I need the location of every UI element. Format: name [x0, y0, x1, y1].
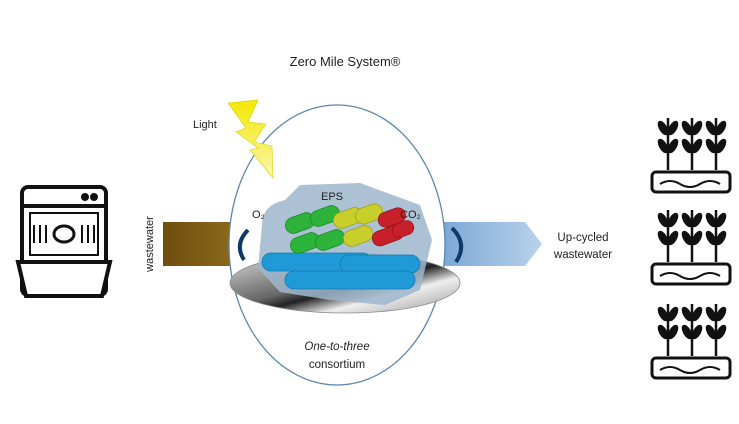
yellow-cells: [333, 203, 384, 247]
co2-label: CO₂: [400, 209, 421, 221]
wastewater-input-bar: [163, 222, 233, 266]
blue-cells: [261, 252, 421, 290]
dishwasher-icon: [15, 185, 113, 298]
co2-curved-arrow-icon: [450, 226, 464, 264]
o2-curved-arrow-icon: [237, 228, 250, 262]
output-arrow: [440, 222, 542, 266]
plant-tray-icon: [650, 210, 732, 286]
plant-tray-icon: [650, 304, 732, 380]
output-label-line2: wastewater: [553, 249, 612, 261]
plant-tray-icon: [650, 118, 732, 194]
eps-label: EPS: [321, 191, 343, 203]
light-label: Light: [193, 119, 217, 131]
green-cells: [285, 205, 345, 254]
red-cells: [371, 207, 415, 247]
consortium-label-line2: consortium: [309, 359, 365, 371]
consortium-label-line1: One-to-three: [304, 341, 369, 353]
output-label-line1: Up-cycled: [557, 232, 608, 244]
o2-label: O₂: [252, 209, 265, 221]
lightning-bolt-icon: [227, 99, 274, 179]
wastewater-input-label: wastewater: [144, 216, 156, 273]
diagram-title: Zero Mile System®: [290, 54, 401, 69]
